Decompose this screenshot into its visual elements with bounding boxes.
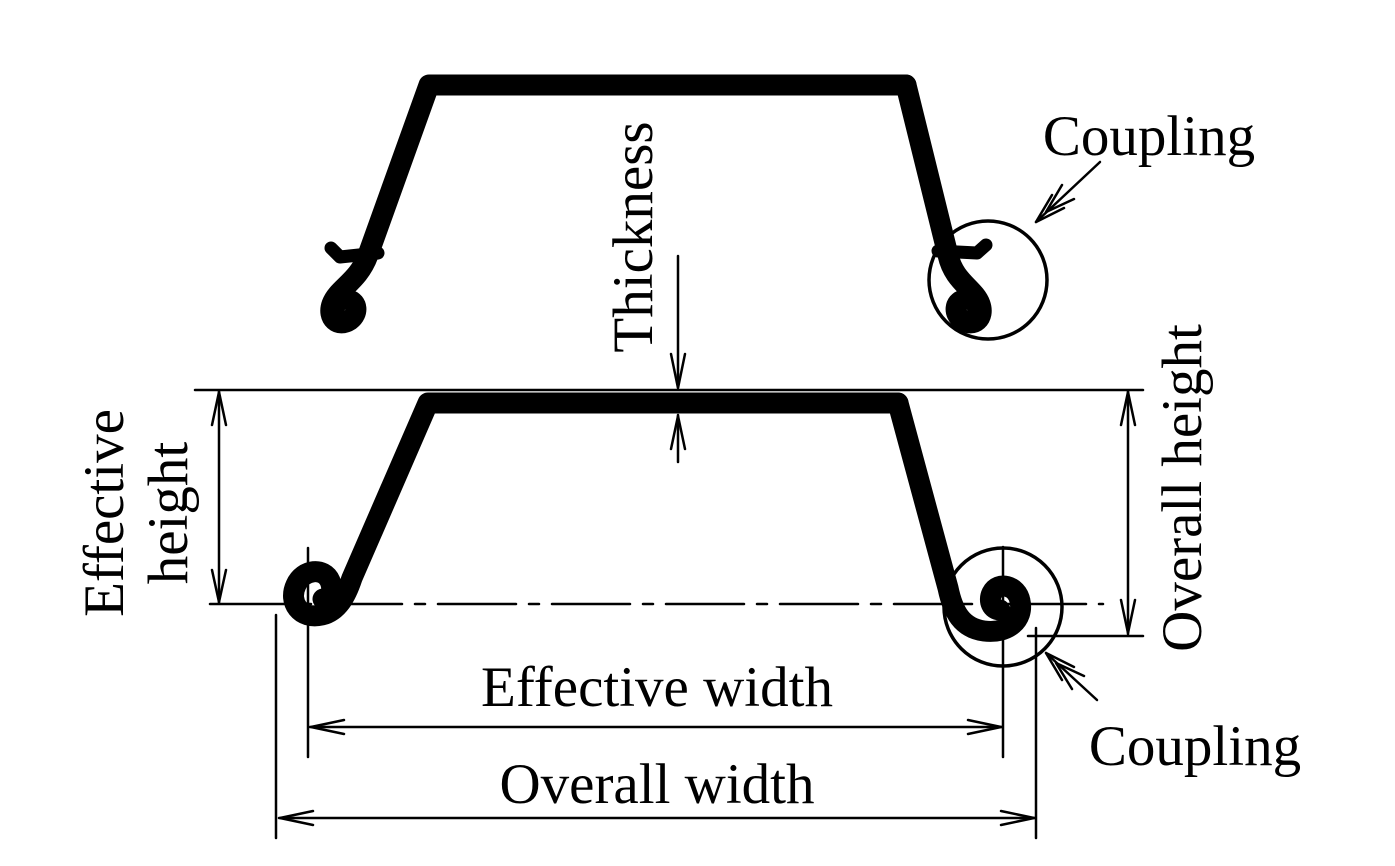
effective-height-label: Effective height <box>73 409 201 617</box>
upper-pile-right-hook-spur <box>931 238 993 260</box>
arrowhead-left <box>278 809 315 827</box>
lower-sheet-pile <box>283 392 1032 642</box>
arrowhead-right <box>966 718 1003 736</box>
lower-pile-flange-left-leg <box>283 392 909 627</box>
coupling-leader-lower <box>1044 651 1099 702</box>
upper-pile-left-hook-knob <box>321 297 345 321</box>
coupling-leader-upper <box>1034 160 1102 224</box>
arrowhead-down <box>1119 598 1137 635</box>
overall-height-label: Overall height <box>1151 324 1214 652</box>
effective-width-label: Effective width <box>481 656 833 719</box>
leader-chevron <box>1054 661 1086 691</box>
upper-sheet-pile <box>320 74 993 334</box>
effective-height-dimension <box>210 389 228 605</box>
leader-chevron <box>1034 193 1066 224</box>
arrowhead-right <box>999 809 1036 827</box>
thickness-dimension <box>669 254 687 464</box>
arrowhead-up <box>210 390 228 427</box>
lower-pile-right-leg <box>887 392 1032 642</box>
coupling-circle-lower <box>942 546 1064 668</box>
effective-height-label-line2: height <box>137 441 200 585</box>
effective-width-dimension <box>308 718 1004 736</box>
arrowhead-down <box>210 568 228 604</box>
coupling-circle-upper <box>927 219 1049 341</box>
thickness-label: Thickness <box>602 121 665 353</box>
effective-height-label-line1: Effective <box>73 409 136 617</box>
overall-height-dimension <box>1119 389 1137 636</box>
coupling-upper-label: Coupling <box>1042 105 1256 168</box>
leader-chevron <box>1044 651 1076 682</box>
upper-pile-right-hook-knob <box>967 297 991 321</box>
arrowhead-left <box>309 718 346 736</box>
overall-width-label: Overall width <box>499 753 815 816</box>
arrowhead-up <box>1119 390 1137 427</box>
coupling-lower-label: Coupling <box>1088 715 1302 778</box>
overall-width-dimension <box>277 809 1037 827</box>
upper-pile-right-leg <box>895 74 992 334</box>
arrowhead-down <box>669 352 687 390</box>
leader-chevron <box>1044 183 1076 214</box>
upper-pile-left-hook-spur <box>324 241 385 264</box>
arrowhead-up <box>669 414 687 451</box>
